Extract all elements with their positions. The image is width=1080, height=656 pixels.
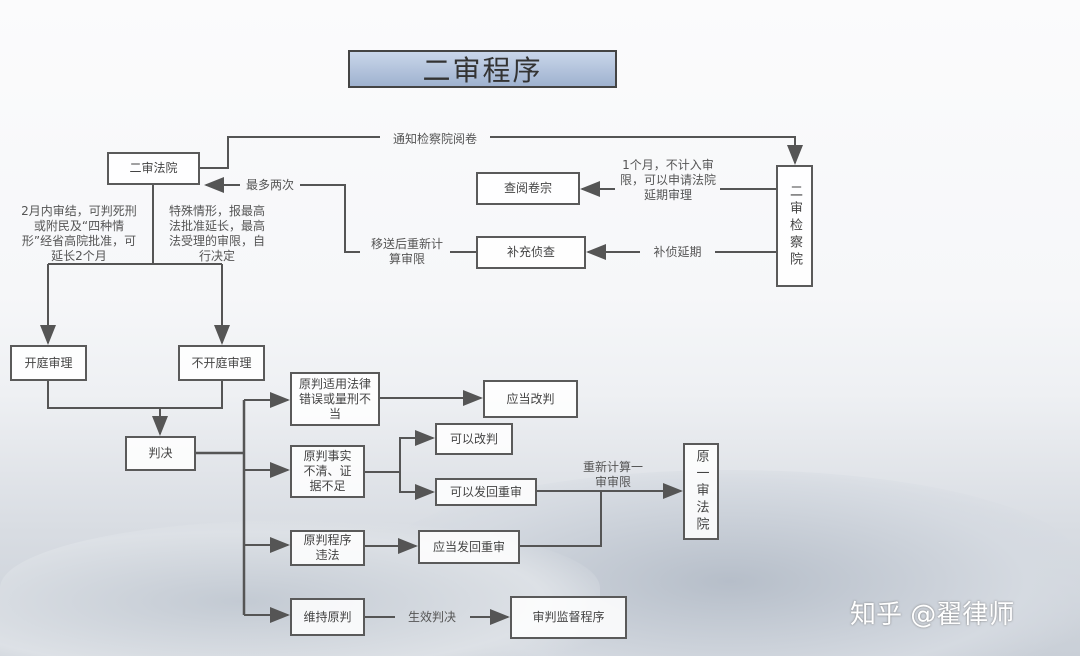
notify-label: 通知检察院阅卷: [392, 132, 477, 146]
illegal-procedure-node: 原判程序违法: [290, 530, 365, 566]
two-months-note: 2月内审结，可判死刑或附民及“四种情形”经省高院批准，可延长2个月: [21, 204, 137, 263]
at-most-twice-label: 最多两次: [245, 178, 294, 192]
review-files-node: 查阅卷宗: [476, 172, 580, 205]
supplementary-investigation-node: 补充侦查: [476, 236, 586, 269]
extend-investigation-label: 补侦延期: [653, 245, 702, 259]
effective-judgment-label: 生效判决: [407, 610, 456, 624]
uphold-node: 维持原判: [290, 598, 365, 636]
should-change-node: 应当改判: [483, 380, 578, 418]
judgment-node: 判决: [125, 436, 196, 471]
one-month-label: 1个月，不计入审限，可以申请法院延期审理: [619, 158, 716, 202]
original-court-node: 原一审法院: [683, 443, 719, 540]
watermark: 知乎 @翟律师: [850, 600, 1015, 630]
closed-trial-node: 不开庭审理: [178, 345, 265, 381]
supervision-node: 审判监督程序: [510, 596, 627, 639]
open-trial-node: 开庭审理: [10, 345, 87, 381]
second-instance-procuratorate-node: 二审检察院: [776, 165, 813, 287]
page-title: 二审程序: [348, 50, 617, 88]
wrong-law-node: 原判适用法律错误或量刑不当: [290, 372, 380, 426]
special-case-note: 特殊情形，报最高法批准延长，最高法受理的审限，自行决定: [168, 204, 265, 263]
may-change-node: 可以改判: [435, 423, 513, 455]
recalc-label: 移送后重新计算审限: [370, 237, 443, 266]
unclear-facts-node: 原判事实不清、证据不足: [290, 445, 365, 498]
second-instance-court-node: 二审法院: [107, 152, 200, 185]
recalc-first-instance-label: 重新计算一审审限: [583, 460, 644, 489]
must-remand-node: 应当发回重审: [418, 530, 520, 564]
may-remand-node: 可以发回重审: [435, 478, 537, 506]
